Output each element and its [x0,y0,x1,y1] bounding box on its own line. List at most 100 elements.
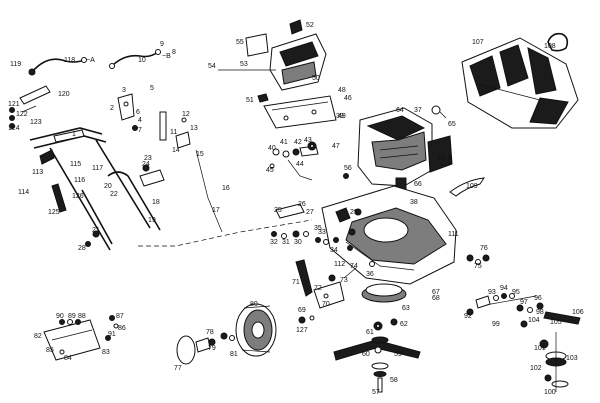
callout-label: 31 [282,239,290,246]
callout-label: 5 [150,85,154,92]
callout-label: 3 [122,87,126,94]
engine [357,105,453,191]
deck-axle-bracket-front [315,237,353,251]
callout-label: 107 [472,39,484,46]
callout-label: 114 [18,189,29,196]
callout-label: 70 [322,301,330,308]
callout-label: 95 [512,289,520,296]
callout-label: 49 [338,113,346,120]
callout-label: 47 [332,143,340,150]
callout-label: 13 [190,125,198,132]
callout-label: 45 [266,167,274,174]
callout-label: 50 [312,75,320,82]
callout-label: 83 [102,349,110,356]
callout-label: 115 [70,161,81,168]
callout-labels: 52 55 54 53 50 51 48 46 49 47 107 108 11… [8,22,584,396]
callout-label: 119 [10,61,21,68]
callout-label: 69 [298,307,306,314]
callout-label: 76 [480,245,488,252]
callout-label: 19 [148,217,156,224]
callout-label: 80 [250,301,258,308]
callout-label: 64 [396,107,404,114]
callout-label: 79 [208,345,216,352]
callout-label: 86 [118,325,126,332]
callout-label: 60 [362,351,370,358]
callout-label: 101 [534,345,546,352]
callout-label: 46 [344,95,352,102]
callout-label: 96 [534,295,542,302]
callout-label: 78 [206,329,214,336]
callout-label: 122 [16,111,28,118]
callout-label: 87 [116,313,124,320]
callout-label: 75 [474,263,482,270]
callout-label: 25 [274,207,282,214]
rear-wheel [235,303,277,357]
deck-axle-bracket-left [271,203,309,239]
rear-flap-linkage [466,293,544,316]
callout-label: 126 [72,193,84,200]
callout-label: 29 [350,209,358,216]
throttle-control-parts [269,141,349,181]
callout-label: 18 [152,199,160,206]
callout-label: 27 [306,209,314,216]
callout-label: 12 [182,111,190,118]
callout-label: 112 [334,261,345,268]
height-adjust-lever [295,259,357,324]
callout-label: 11 [170,129,177,136]
callout-label: 23 [144,155,152,162]
filter-cover-plate [218,33,276,71]
callout-label: 62 [400,321,408,328]
callout-label: 97 [520,299,528,306]
callout-label: 98 [536,309,544,316]
callout-label: 30 [294,239,302,246]
callout-label: 63 [402,305,410,312]
callout-label: 24 [142,161,150,168]
callout-label: 82 [34,333,42,340]
blade-bolt-stack [371,336,389,393]
callout-label: 117 [92,165,103,172]
callout-label: 66 [414,181,422,188]
callout-label: 26 [298,201,306,208]
callout-label: 4 [138,117,142,124]
callout-label: 35 [314,225,322,232]
callout-label: 54 [208,63,216,70]
callout-label: 1 [72,131,76,138]
callout-label: 10 [138,57,146,64]
callout-label: 52 [306,22,314,29]
callout-label: 58 [390,377,398,384]
handle-knob-left [39,149,67,213]
callout-label: 32 [270,239,278,246]
callout-label: 43 [304,137,312,144]
callout-label: 120 [58,91,70,98]
callout-label: 84 [64,355,72,362]
callout-label: 123 [30,119,42,126]
callout-label: 109 [466,183,478,190]
callout-label: 104 [528,317,540,324]
callout-label: 59 [394,351,402,358]
callout-label: 36 [366,271,374,278]
height-lever-bracket [117,93,167,141]
bag-handle [547,32,569,52]
callout-label: 116 [74,177,85,184]
throttle-cable [109,49,161,69]
callout-label: 21 [92,227,100,234]
callout-label: 99 [492,321,500,328]
grass-catcher-bag [461,37,579,129]
callout-label: 64 A [438,155,452,162]
callout-label: 34 [330,247,338,254]
mower-deck [321,185,457,285]
callout-label: 92 [464,313,472,320]
callout-label: 94 [500,285,508,292]
callout-label: 127 [296,327,308,334]
callout-label: 89 [68,313,76,320]
side-discharge-chute [449,177,486,197]
callout-label: 68 [432,295,440,302]
callout-label: 41 [280,139,288,146]
callout-label: 61 [366,329,374,336]
blade-adapter [361,283,407,331]
callout-label: 8 [172,49,176,56]
callout-label: 77 [174,365,182,372]
callout-label: ~A [86,57,95,64]
